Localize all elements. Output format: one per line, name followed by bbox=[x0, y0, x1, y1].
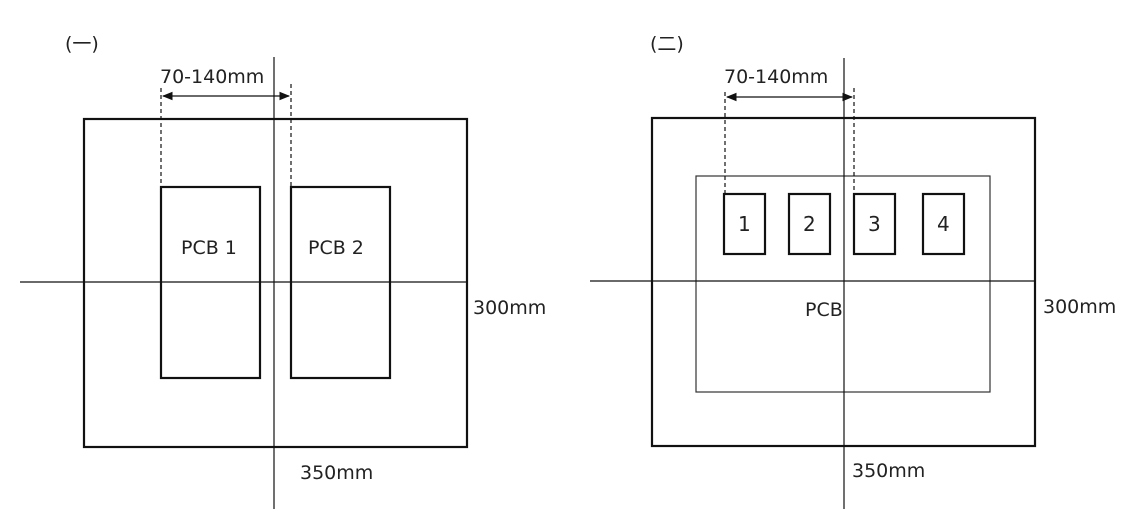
diagram-2-heading: (二) bbox=[650, 33, 684, 55]
diagram-2: (二) 1 2 3 4 PCB 70-140mm 300mm 350mm bbox=[590, 33, 1116, 509]
pcb-panel-label: PCB bbox=[805, 299, 843, 321]
pcb-cell-3 bbox=[852, 192, 897, 256]
dimension-label-1: 70-140mm bbox=[160, 66, 264, 88]
pcb-panel bbox=[695, 175, 991, 393]
pcb-board-1-label: PCB 1 bbox=[181, 237, 237, 259]
dimension-label-2: 70-140mm bbox=[724, 66, 828, 88]
diagram-1-heading: (一) bbox=[65, 33, 99, 55]
pcb-board-2 bbox=[289, 185, 392, 380]
pcb-board-2-label: PCB 2 bbox=[308, 237, 364, 259]
width-label-2: 350mm bbox=[852, 460, 925, 482]
pcb-cell-4 bbox=[921, 192, 966, 256]
pcb-cell-1-label: 1 bbox=[738, 212, 751, 236]
height-label-1: 300mm bbox=[473, 297, 546, 319]
pcb-cell-2-label: 2 bbox=[803, 212, 816, 236]
pcb-board-1 bbox=[159, 185, 262, 380]
diagram-1: (一) PCB 1 PCB 2 70-140mm 300mm 350mm bbox=[20, 33, 546, 509]
pcb-cell-3-label: 3 bbox=[868, 212, 881, 236]
pcb-cell-1 bbox=[722, 192, 767, 256]
pcb-cell-2 bbox=[787, 192, 832, 256]
height-label-2: 300mm bbox=[1043, 296, 1116, 318]
fixture-outline-1 bbox=[82, 117, 469, 449]
pcb-cell-4-label: 4 bbox=[937, 212, 950, 236]
width-label-1: 350mm bbox=[300, 462, 373, 484]
